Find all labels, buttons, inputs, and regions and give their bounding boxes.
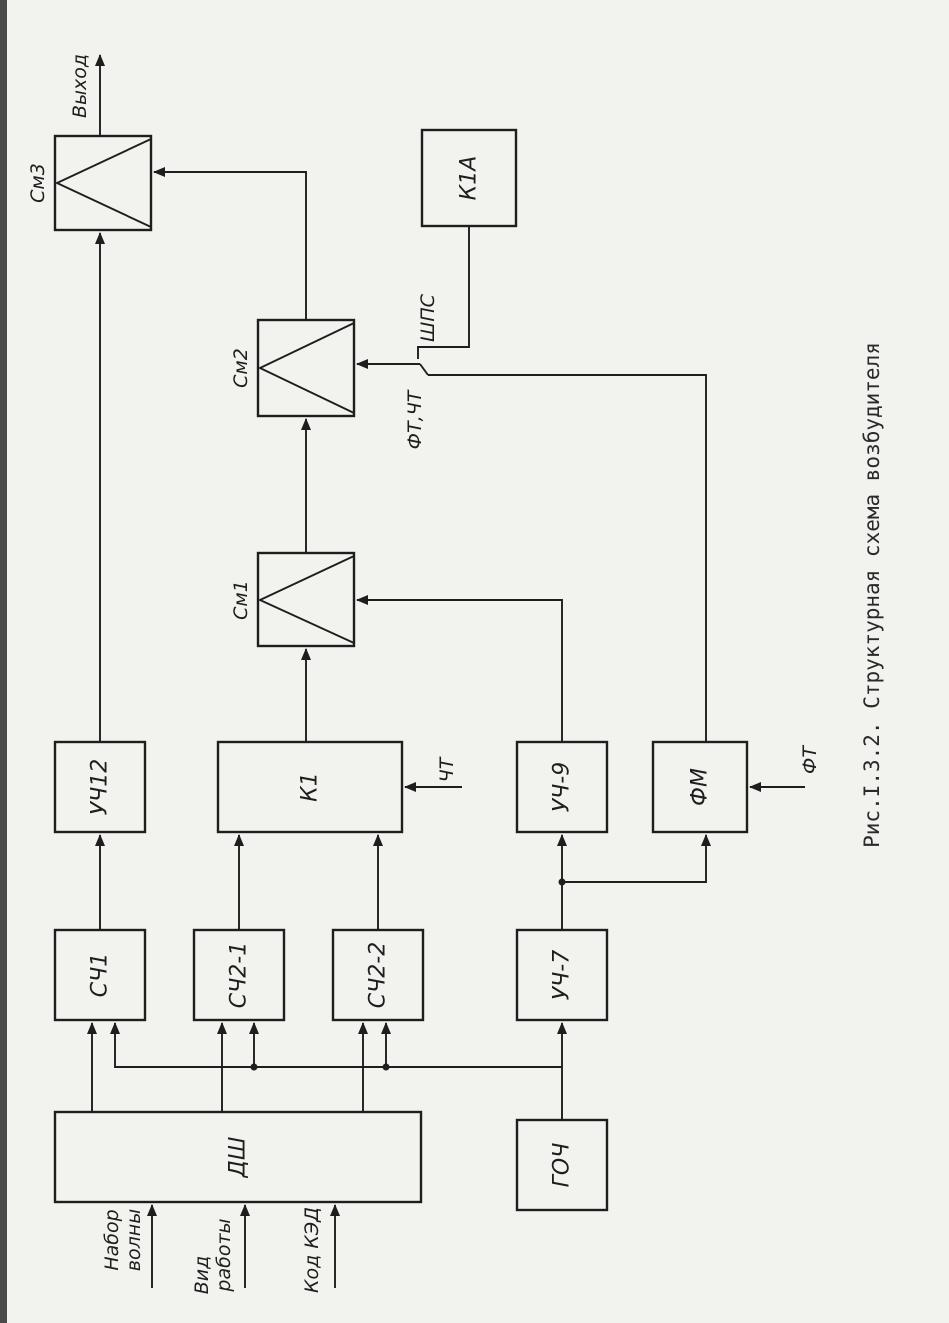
link-fm-switch bbox=[428, 374, 707, 742]
switch-left-label: ФТ,ЧТ bbox=[404, 389, 426, 449]
block-sch2-2-label: СЧ2-2 bbox=[366, 942, 391, 1008]
block-uch-7-label: УЧ-7 bbox=[550, 950, 575, 1000]
input-mode-label-2: работы bbox=[213, 1218, 235, 1292]
block-k1a-label: К1А bbox=[457, 156, 482, 201]
block-k1a: К1А bbox=[420, 128, 518, 228]
block-sch2-2: СЧ2-2 bbox=[331, 928, 425, 1022]
block-uch12: УЧ12 bbox=[53, 740, 147, 834]
page-edge-shadow bbox=[0, 0, 7, 1323]
link-k1a-switch bbox=[417, 226, 470, 359]
switch-right-label: ШПС bbox=[417, 293, 439, 342]
link-uch9-sm1 bbox=[356, 595, 563, 742]
input-code-label: Код КЭД bbox=[301, 1207, 323, 1293]
mixer-sm1: См1 bbox=[230, 551, 356, 648]
block-uch-7: УЧ-7 bbox=[515, 928, 609, 1022]
fm-ft-label: ФТ bbox=[799, 745, 821, 774]
block-uch12-label: УЧ12 bbox=[88, 759, 113, 815]
input-wave-label-2: волны bbox=[123, 1209, 145, 1271]
block-dsh-label: ДШ bbox=[226, 1137, 251, 1179]
block-fm: ФМ bbox=[651, 740, 749, 834]
reference-bus bbox=[110, 1022, 562, 1068]
junction-dot-3 bbox=[558, 878, 566, 886]
block-goch: ГОЧ bbox=[515, 1118, 609, 1212]
block-sch2-1-label: СЧ2-1 bbox=[227, 942, 252, 1008]
block-sch1: СЧ1 bbox=[53, 928, 147, 1022]
k1-cht-label: ЧТ bbox=[436, 756, 458, 782]
junction-dot-1 bbox=[250, 1063, 258, 1071]
link-sm2-sm3 bbox=[153, 167, 307, 320]
junction-dot-2 bbox=[382, 1063, 390, 1071]
block-dsh: ДШ bbox=[53, 1110, 423, 1204]
output-label: Выход bbox=[69, 54, 91, 118]
link-uch7-fm bbox=[562, 834, 711, 883]
block-sch1-label: СЧ1 bbox=[88, 953, 113, 997]
figure-caption: Рис.I.3.2. Структурная схема возбудителя bbox=[860, 342, 884, 848]
mixer-sm1-label: См1 bbox=[230, 580, 252, 620]
switch-contact bbox=[419, 363, 429, 376]
block-uch-9: УЧ-9 bbox=[515, 740, 609, 834]
block-uch-9-label: УЧ-9 bbox=[550, 762, 575, 812]
block-k1-label: К1 bbox=[298, 772, 323, 802]
input-wave-label-1: Набор bbox=[101, 1209, 123, 1270]
block-fm-label: ФМ bbox=[688, 768, 713, 806]
block-goch-label: ГОЧ bbox=[550, 1143, 575, 1188]
block-sch2-1: СЧ2-1 bbox=[192, 928, 286, 1022]
input-mode-label-1: Вид bbox=[191, 1256, 213, 1295]
mixer-sm2-label: См2 bbox=[230, 348, 252, 388]
block-k1: К1 bbox=[216, 740, 404, 834]
mixer-sm3-label: См3 bbox=[27, 163, 49, 203]
mixer-sm2: См2 bbox=[230, 318, 356, 418]
mixer-sm3: См3 bbox=[27, 134, 153, 232]
